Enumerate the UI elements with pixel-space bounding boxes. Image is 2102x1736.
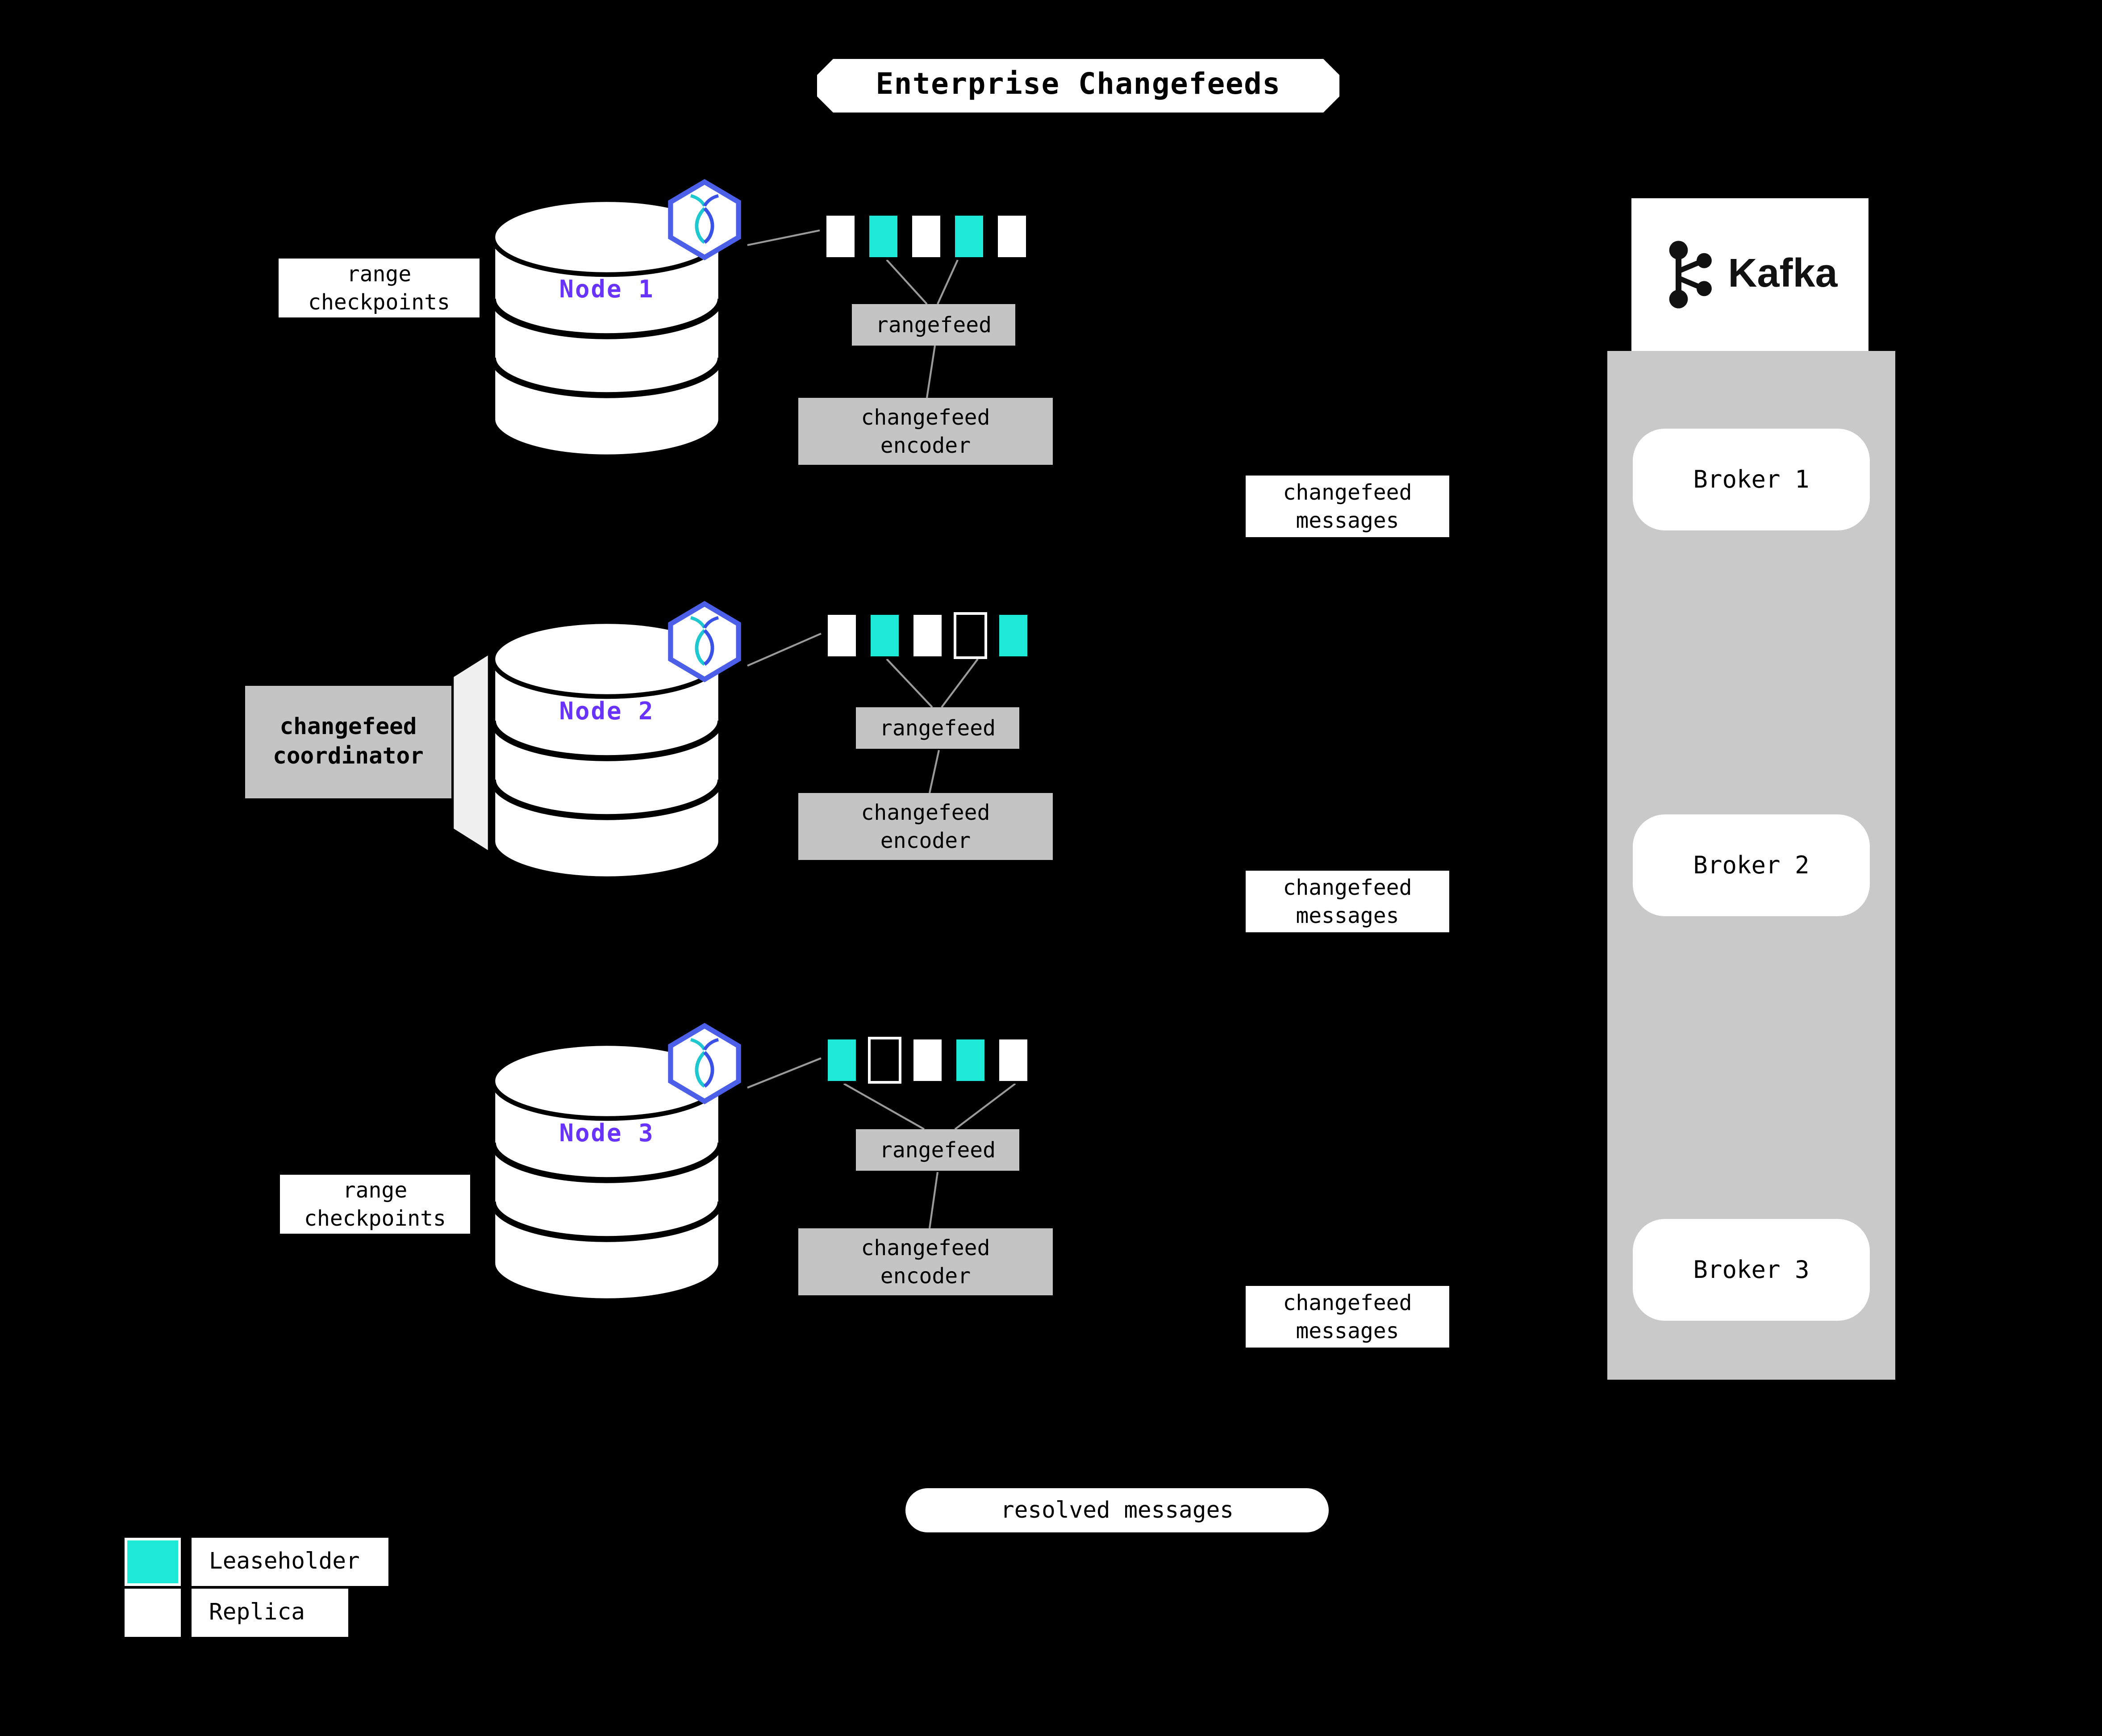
changefeed-coordinator-label: changefeed coordinator (245, 686, 451, 798)
node1-rangefeed-label: rangefeed (852, 304, 1015, 346)
node1-replica-square-5 (995, 213, 1029, 260)
node2-database-cylinder (490, 619, 724, 881)
node3-range-checkpoints-label: range checkpoints (280, 1175, 470, 1234)
broker-3-card: Broker 3 (1633, 1219, 1870, 1321)
broker-2-card: Broker 2 (1633, 814, 1870, 916)
node3-replica-square-5 (997, 1037, 1030, 1084)
legend-swatch-leaseholder (125, 1538, 181, 1586)
legend-label-leaseholder: Leaseholder (192, 1538, 388, 1586)
changefeed-messages-label-1: changefeed messages (1246, 476, 1449, 537)
node2-label: Node 2 (559, 698, 655, 726)
node1-replica-square-1 (824, 213, 857, 260)
node1-replica-square-4 (952, 213, 986, 260)
coordinator-pointer (451, 652, 490, 853)
node1-label: Node 1 (559, 276, 655, 304)
node2-rangefeed-label: rangefeed (856, 707, 1019, 749)
changefeed-messages-label-2: changefeed messages (1246, 871, 1449, 932)
node3-replica-square-2 (868, 1037, 901, 1084)
broker-1-card: Broker 1 (1633, 429, 1870, 530)
node1-changefeed-encoder-label: changefeed encoder (798, 398, 1053, 465)
node2-replica-square-4 (954, 612, 987, 659)
cockroachdb-logo-icon (668, 1022, 741, 1105)
node3-replica-square-4 (954, 1037, 987, 1084)
node3-database-cylinder (490, 1041, 724, 1303)
cockroachdb-logo-icon (668, 179, 741, 261)
node1-replica-square-2 (867, 213, 900, 260)
node3-replica-square-1 (825, 1037, 859, 1084)
node2-replica-square-3 (911, 612, 944, 659)
diagram-title: Enterprise Changefeeds (817, 59, 1339, 113)
kafka-brand-label: Kafka (1728, 252, 1838, 296)
node2-replica-square-2 (868, 612, 901, 659)
node1-replica-square-3 (909, 213, 943, 260)
node2-changefeed-encoder-label: changefeed encoder (798, 793, 1053, 860)
node3-label: Node 3 (559, 1120, 655, 1148)
legend-swatch-replica (125, 1589, 181, 1637)
changefeed-messages-label-3: changefeed messages (1246, 1286, 1449, 1348)
kafka-logo-card: Kafka (1631, 198, 1868, 351)
node1-range-checkpoints-label: range checkpoints (279, 259, 480, 317)
cockroachdb-logo-icon (668, 601, 741, 683)
node3-replica-square-3 (911, 1037, 944, 1084)
node3-changefeed-encoder-label: changefeed encoder (798, 1228, 1053, 1295)
node3-rangefeed-label: rangefeed (856, 1129, 1019, 1171)
kafka-logo-icon (1669, 241, 1712, 309)
legend-label-replica: Replica (192, 1589, 348, 1637)
resolved-messages-pill: resolved messages (905, 1488, 1329, 1532)
node2-replica-square-1 (825, 612, 859, 659)
node2-replica-square-5 (997, 612, 1030, 659)
node1-database-cylinder (490, 197, 724, 459)
